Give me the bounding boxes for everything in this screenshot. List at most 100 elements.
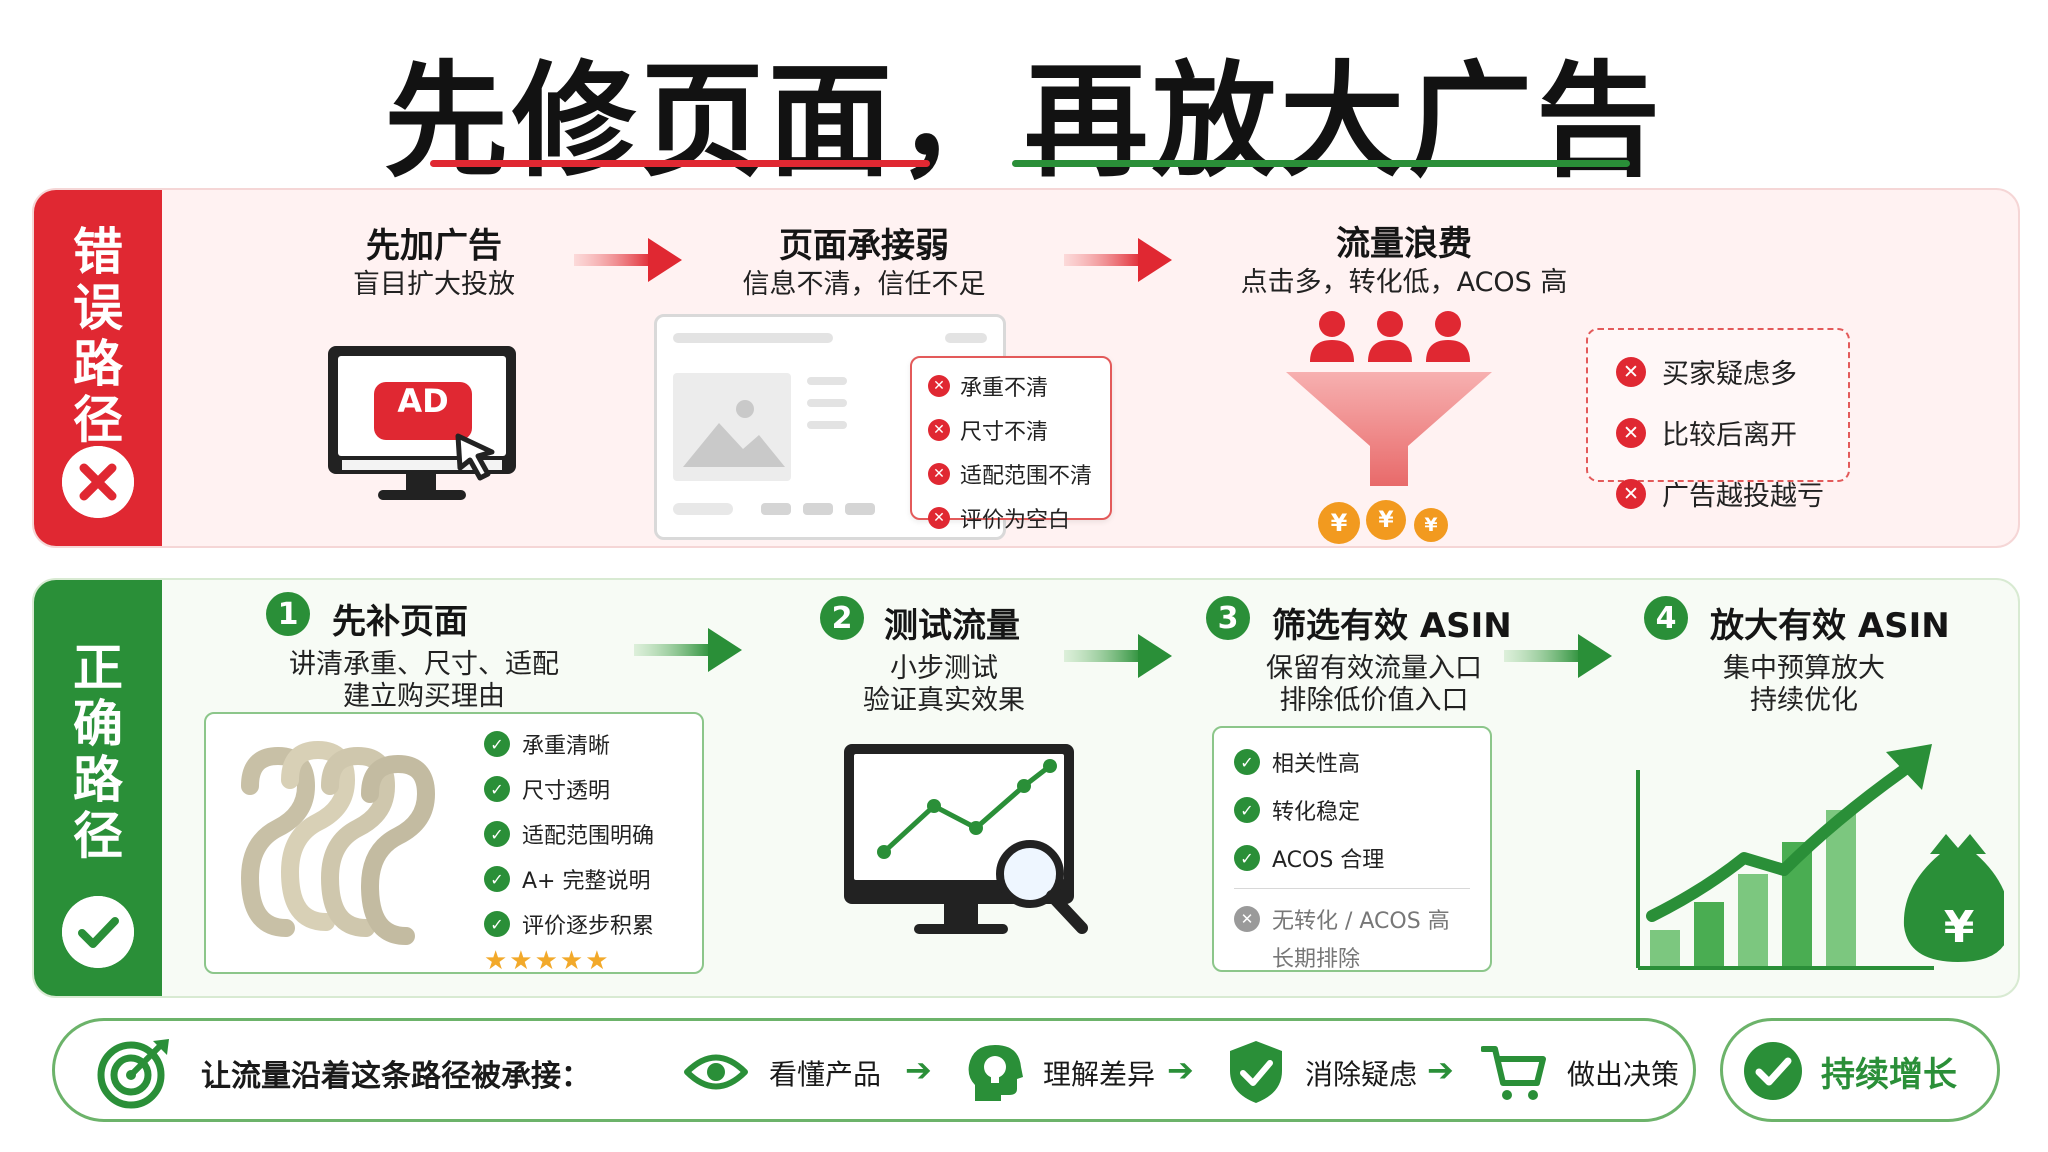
arrow-right-icon: ➔ <box>905 1051 932 1089</box>
final-outcome: 持续增长 <box>1821 1055 1957 1095</box>
right-step-3-line: 排除低价值入口 <box>1279 685 1469 716</box>
right-step-2-title: 测试流量 <box>884 606 1020 646</box>
right-step-3-title: 筛选有效 ASIN <box>1272 606 1512 646</box>
check-icon: ✓ <box>1234 845 1260 871</box>
result-item: ✕广告越投越亏 <box>1616 474 1848 513</box>
title-underline-green <box>1012 160 1630 167</box>
money-bag-symbol: ¥ <box>1943 902 1975 953</box>
wrong-step-2-title: 页面承接弱 <box>779 226 949 266</box>
check-list: ✓承重清晰 ✓尺寸透明 ✓适配范围明确 ✓A+ 完整说明 ✓评价逐步积累 ★★★… <box>484 728 654 976</box>
step-number-badge: 3 <box>1206 596 1250 640</box>
step-number-badge: 1 <box>266 592 310 636</box>
coin-icon: ¥ <box>1318 502 1360 544</box>
right-step-2-line: 验证真实效果 <box>863 685 1025 716</box>
result-item: ✕买家疑虑多 <box>1616 352 1848 391</box>
growth-bar <box>1826 810 1856 966</box>
x-icon: ✕ <box>928 463 950 485</box>
x-icon: ✕ <box>1616 417 1646 448</box>
wrong-path-label: 错误路径 <box>73 223 123 449</box>
growth-chart-icon <box>1636 744 2004 970</box>
right-step-1-line: 讲清承重、尺寸、适配 <box>289 649 559 680</box>
lightbulb-head-icon <box>968 1045 1023 1101</box>
arrow-right-icon <box>1064 628 1174 688</box>
excluded-item: ✕无转化 / ACOS 高 <box>1234 903 1490 935</box>
right-step-4-line: 持续优化 <box>1750 685 1858 716</box>
check-icon: ✓ <box>1234 749 1260 775</box>
x-icon: ✕ <box>1616 478 1646 509</box>
wrong-step-1-title: 先加广告 <box>366 226 502 266</box>
target-icon <box>97 1039 169 1109</box>
check-icon: ✓ <box>484 821 510 847</box>
arrow-right-icon: ➔ <box>1167 1051 1194 1089</box>
x-icon: ✕ <box>928 507 950 529</box>
issue-item: ✕评价为空白 <box>928 502 1110 534</box>
check-icon: ✓ <box>484 866 510 892</box>
right-step-4-line: 集中预算放大 <box>1723 653 1885 684</box>
check-circle-icon <box>1744 1042 1802 1100</box>
excluded-note: 长期排除 <box>1272 947 1361 972</box>
step-number-badge: 4 <box>1644 596 1688 640</box>
check-icon <box>62 896 134 968</box>
flow-bar: 让流量沿着这条路径被承接： 看懂产品 ➔ 理解差异 ➔ 消除疑虑 ➔ 做出决策 <box>52 1018 1696 1122</box>
cart-icon <box>1481 1046 1546 1100</box>
flow-step-label: 做出决策 <box>1567 1058 1680 1091</box>
ad-label: AD <box>397 382 449 420</box>
arrow-right-icon <box>574 230 684 294</box>
growth-bar <box>1738 874 1768 966</box>
growth-bar <box>1650 930 1680 966</box>
check-item: ✓承重清晰 <box>484 728 654 760</box>
check-item: ✓转化稳定 <box>1234 794 1490 826</box>
cross-icon <box>62 446 134 518</box>
wrong-step-2-subtitle: 信息不清，信任不足 <box>742 269 986 300</box>
right-step-2-line: 小步测试 <box>890 653 998 684</box>
funnel-icon <box>1282 308 1496 490</box>
wrong-path-section: 错误路径 先加广告 盲目扩大投放 AD 页面承接弱 信息不清，信任不足 <box>32 188 2020 548</box>
wrong-step-1-subtitle: 盲目扩大投放 <box>353 269 515 300</box>
wrong-step-3-subtitle: 点击多，转化低，ACOS 高 <box>1240 267 1568 298</box>
divider <box>1234 888 1470 889</box>
step-number-badge: 2 <box>820 596 864 640</box>
right-path-label: 正确路径 <box>73 639 123 865</box>
arrow-right-icon <box>634 622 744 682</box>
title-underline-red <box>430 160 930 167</box>
growth-bar <box>1694 902 1724 966</box>
results-box: ✕买家疑虑多 ✕比较后离开 ✕广告越投越亏 <box>1586 328 1850 512</box>
check-item: ✓评价逐步积累 <box>484 908 654 940</box>
flow-step-label: 理解差异 <box>1043 1058 1156 1091</box>
arrow-right-icon <box>1064 230 1174 294</box>
check-icon: ✓ <box>484 911 510 937</box>
x-icon: ✕ <box>928 375 950 397</box>
right-step-1-title: 先补页面 <box>332 602 468 642</box>
flow-step-label: 看懂产品 <box>769 1058 882 1091</box>
check-item: ✓A+ 完整说明 <box>484 863 654 895</box>
x-icon: ✕ <box>1234 906 1260 932</box>
check-icon: ✓ <box>484 776 510 802</box>
page-fix-card: ✓承重清晰 ✓尺寸透明 ✓适配范围明确 ✓A+ 完整说明 ✓评价逐步积累 ★★★… <box>204 712 704 976</box>
right-path-tab: 正确路径 <box>34 580 162 996</box>
wrong-path-tab: 错误路径 <box>34 190 162 546</box>
right-step-1-line: 建立购买理由 <box>343 681 505 712</box>
check-item: ✓相关性高 <box>1234 746 1490 778</box>
coin-icon: ¥ <box>1366 500 1406 540</box>
right-step-3-line: 保留有效流量入口 <box>1266 653 1482 684</box>
page-title: 先修页面，再放大广告 <box>383 50 1664 194</box>
x-icon: ✕ <box>1616 356 1646 387</box>
asin-filter-card: ✓相关性高 ✓转化稳定 ✓ACOS 合理 ✕无转化 / ACOS 高 长期排除 <box>1212 726 1492 972</box>
check-icon: ✓ <box>484 731 510 757</box>
wrong-step-3-title: 流量浪费 <box>1336 224 1472 264</box>
rating-stars: ★★★★★ <box>484 946 611 976</box>
result-item: ✕比较后离开 <box>1616 413 1848 452</box>
monitor-ad-icon <box>292 340 532 524</box>
check-icon: ✓ <box>1234 797 1260 823</box>
flow-lead-text: 让流量沿着这条路径被承接： <box>201 1059 591 1094</box>
check-item: ✓适配范围明确 <box>484 818 654 850</box>
check-item: ✓ACOS 合理 <box>1234 842 1490 874</box>
arrow-right-icon: ➔ <box>1427 1051 1454 1089</box>
eye-icon <box>684 1054 748 1090</box>
right-step-4-title: 放大有效 ASIN <box>1710 606 1950 646</box>
issue-item: ✕适配范围不清 <box>928 458 1110 490</box>
coin-icon: ¥ <box>1414 508 1448 542</box>
shield-check-icon <box>1230 1041 1282 1103</box>
issues-card: ✕承重不清 ✕尺寸不清 ✕适配范围不清 ✕评价为空白 <box>910 356 1112 533</box>
right-path-section: 正确路径 1 先补页面 讲清承重、尺寸、适配 建立购买理由 ✓承重清晰 ✓尺寸透… <box>32 578 2020 998</box>
